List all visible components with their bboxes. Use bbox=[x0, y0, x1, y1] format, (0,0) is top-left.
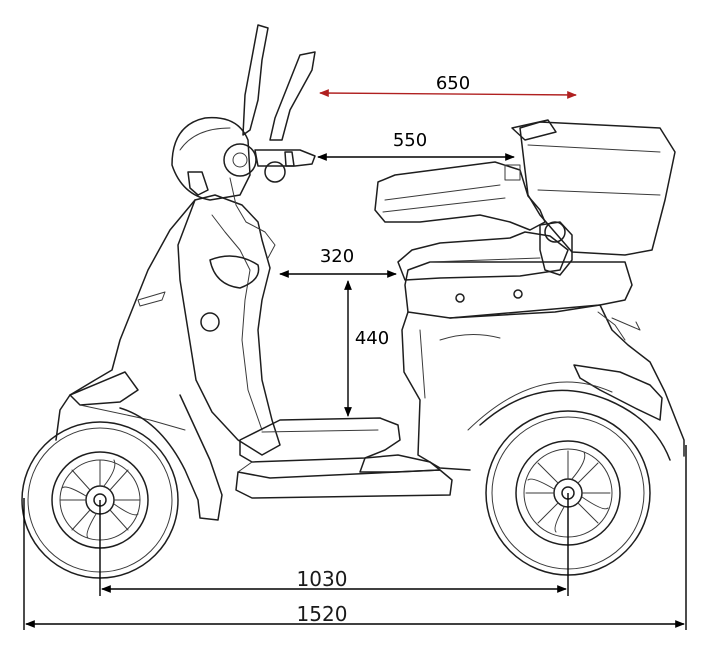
top-box bbox=[504, 119, 676, 256]
steering bbox=[171, 24, 316, 259]
front-body bbox=[55, 194, 281, 521]
dimensions: 650 550 320 440 1030 bbox=[23, 73, 687, 630]
rear-body bbox=[401, 261, 685, 471]
rear-wheel bbox=[485, 410, 651, 576]
footboard bbox=[235, 417, 453, 499]
dimension-650-label: 650 bbox=[436, 73, 470, 94]
dimension-650: 650 bbox=[319, 73, 577, 99]
dimension-440-label: 440 bbox=[355, 328, 389, 349]
seat bbox=[374, 161, 573, 303]
extension-lines bbox=[23, 445, 687, 630]
dimension-550-label: 550 bbox=[393, 130, 427, 151]
dimension-1030-label: 1030 bbox=[297, 567, 348, 591]
dimension-550: 550 bbox=[317, 130, 515, 161]
dimension-440: 440 bbox=[344, 280, 389, 417]
dimension-320: 320 bbox=[279, 246, 397, 278]
scooter-drawing bbox=[21, 24, 685, 579]
dimension-1520-label: 1520 bbox=[297, 602, 348, 626]
dimension-1030: 1030 bbox=[101, 567, 567, 593]
dimension-320-label: 320 bbox=[320, 246, 354, 267]
dimension-1520: 1520 bbox=[25, 602, 685, 628]
